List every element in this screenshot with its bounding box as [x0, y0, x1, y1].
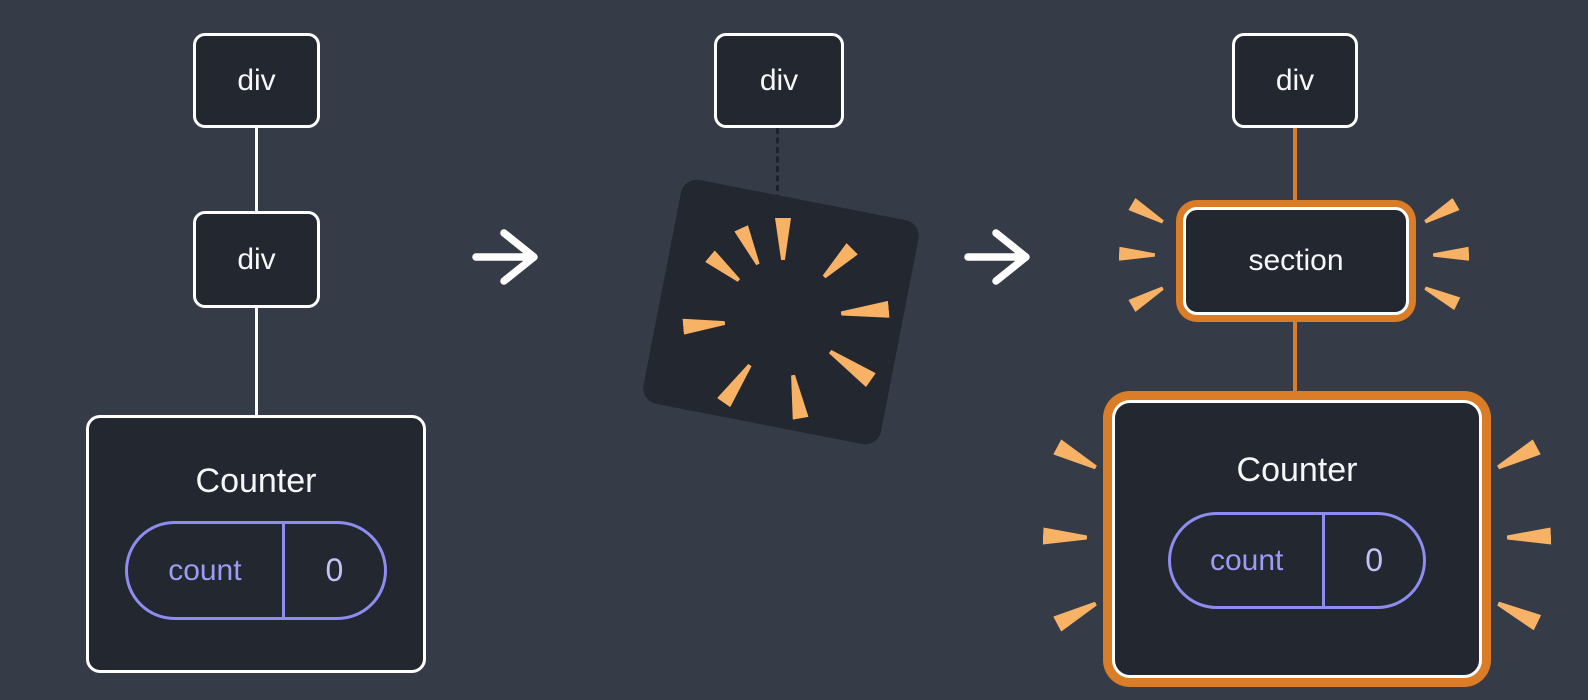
state-value: 0 [281, 524, 384, 617]
state-pill: count 0 [1168, 512, 1426, 609]
arrow-right-icon [470, 225, 546, 289]
tree-edge-highlighted [1293, 128, 1297, 207]
tree-node-div-root-right: div [1232, 33, 1358, 128]
tree-node-div-child-left: div [193, 211, 320, 308]
spark-icon [1119, 247, 1155, 262]
counter-title: Counter [1236, 451, 1358, 489]
state-pill: count 0 [125, 521, 387, 620]
spark-icon [1422, 198, 1460, 228]
counter-component-card-highlighted: Counter count 0 [1112, 400, 1482, 678]
tree-edge-dashed [776, 128, 779, 210]
spark-icon [1507, 527, 1552, 546]
spark-icon [1433, 247, 1469, 262]
spark-icon [1494, 596, 1541, 631]
state-label: count [1209, 543, 1284, 577]
tree-node-section: section [1183, 207, 1409, 315]
tree-edge [255, 128, 258, 211]
state-label: count [168, 553, 242, 587]
tree-edge-highlighted [1293, 317, 1297, 400]
spark-icon [1053, 439, 1100, 475]
tree-edge [255, 308, 258, 415]
spark-icon [1053, 596, 1100, 632]
node-label: div [237, 242, 276, 276]
counter-component-card: Counter count 0 [86, 415, 426, 673]
tree-node-div-root-middle: div [714, 33, 844, 128]
arrow-right-icon [962, 225, 1038, 289]
spark-icon [1128, 198, 1166, 228]
node-label: div [759, 63, 799, 97]
spark-icon [1043, 527, 1088, 546]
node-label: div [1275, 63, 1315, 97]
node-label: div [237, 63, 276, 97]
spark-icon [1128, 282, 1166, 312]
counter-title: Counter [195, 462, 317, 500]
tree-node-div-root-left: div [193, 33, 320, 128]
spark-icon [1422, 282, 1460, 310]
node-label: section [1248, 244, 1344, 277]
spark-icon [1494, 439, 1541, 475]
state-value: 0 [1322, 515, 1423, 606]
